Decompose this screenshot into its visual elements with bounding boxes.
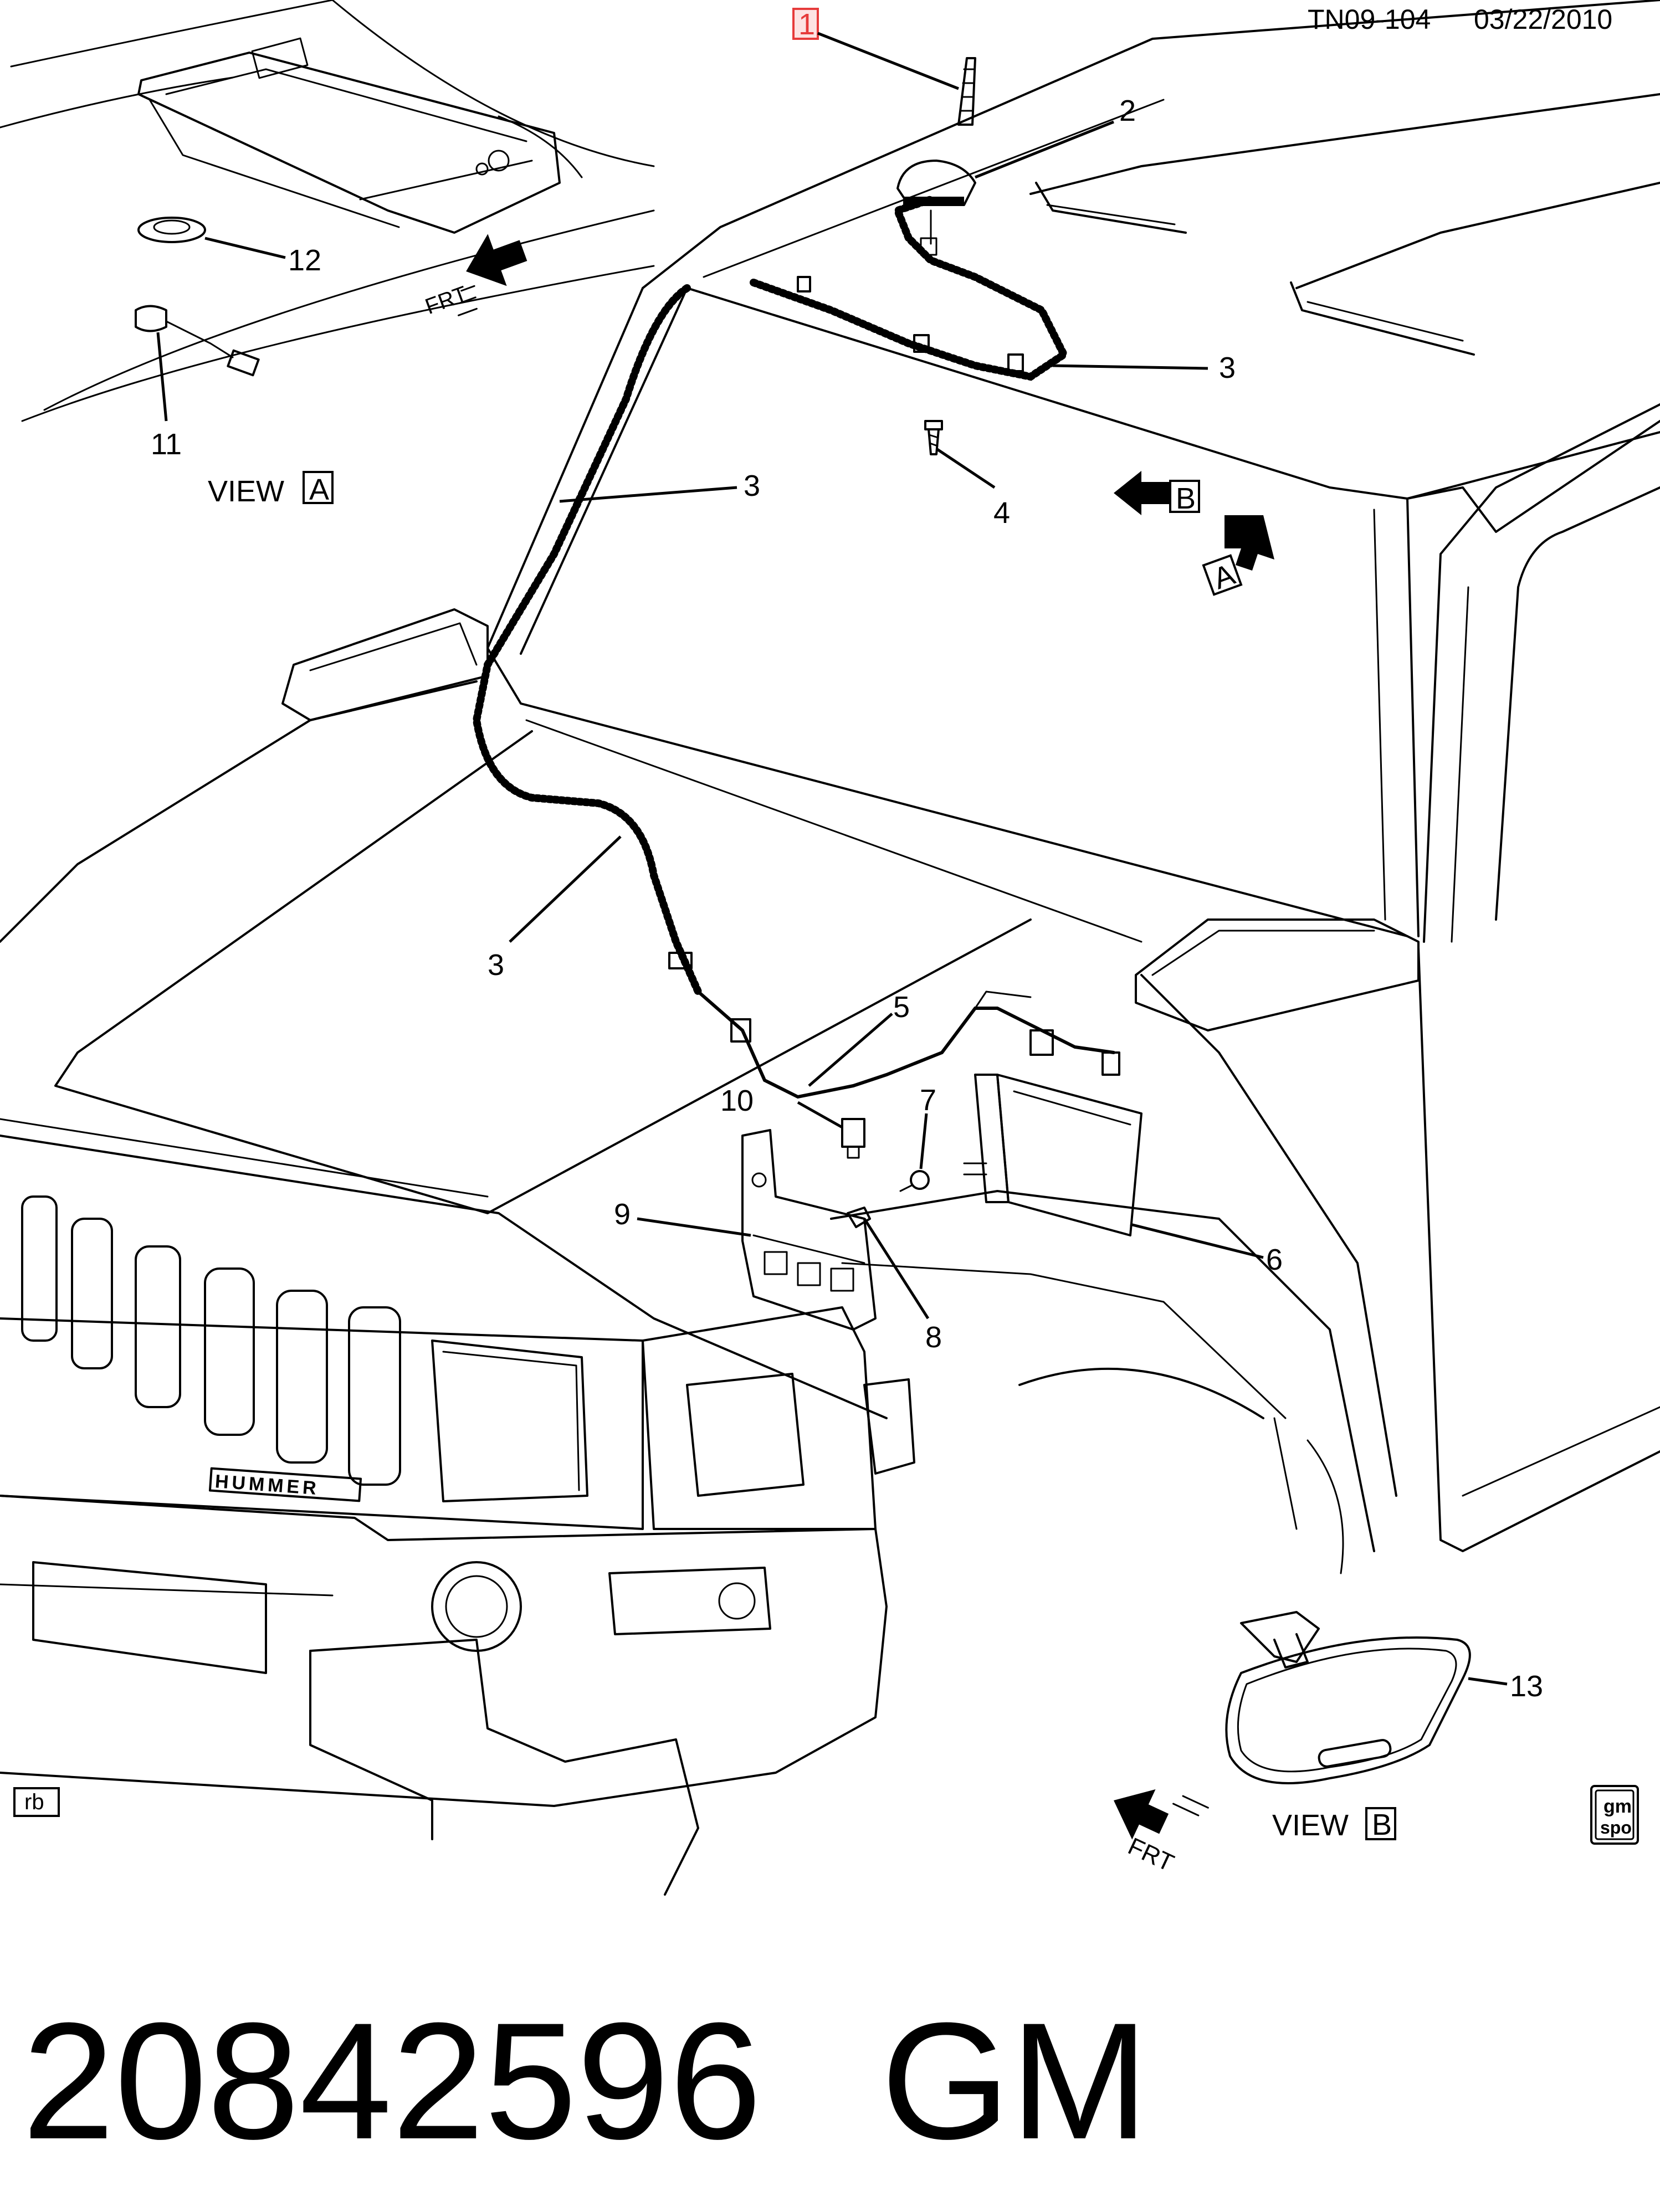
callout-10[interactable]: 10 [720, 1084, 754, 1117]
highlight-callout-number[interactable]: 1 [798, 8, 815, 41]
view-b-arrow: B [1114, 471, 1200, 515]
connector-10[interactable] [797, 1101, 865, 1159]
grille-badge-frame [208, 1467, 362, 1502]
gm-spo-logo: gm spo [1590, 1785, 1639, 1845]
rearview-mirror[interactable] [1225, 1611, 1508, 1784]
microphone-bezel[interactable] [137, 217, 286, 259]
leader-3b [559, 486, 737, 503]
leader-3c [509, 835, 622, 943]
view-a-letter-box [303, 471, 334, 504]
view-b-label: VIEW [1272, 1809, 1349, 1842]
antenna-base[interactable] [896, 160, 976, 256]
antenna-mast[interactable] [957, 57, 976, 126]
front-direction-arrow-bottom: FRT [1114, 1789, 1209, 1877]
leader-5 [808, 1013, 893, 1087]
highlight-callout-box[interactable] [792, 8, 819, 40]
view-b-letter: B [1372, 1808, 1392, 1841]
view-a-arrow: A [1202, 515, 1274, 596]
callout-7[interactable]: 7 [920, 1084, 936, 1117]
callout-3b[interactable]: 3 [744, 469, 760, 502]
leader-2 [975, 120, 1114, 179]
vehicle-body: HUMMER [0, 0, 1660, 1896]
view-a-inset: 12 11 FRT VIEW A [0, 0, 655, 508]
frt-label-bottom: FRT [1124, 1833, 1178, 1877]
nut-8[interactable] [847, 1207, 930, 1320]
mounting-bracket[interactable] [637, 1129, 877, 1331]
arrow-b-letter: B [1176, 482, 1196, 515]
callout-11[interactable]: 11 [151, 428, 182, 461]
module-harness[interactable] [852, 990, 1120, 1087]
screw-4[interactable] [924, 420, 996, 489]
leader-1 [817, 32, 959, 90]
view-b-letter-box [1365, 1807, 1396, 1840]
part-number: 20842596 [22, 1988, 762, 2174]
view-a-label: VIEW [208, 475, 284, 508]
brand-name: GM [881, 1988, 1149, 2174]
callout-13[interactable]: 13 [1510, 1670, 1543, 1703]
gm-spo-bottom: spo [1600, 1818, 1632, 1838]
callout-3c[interactable]: 3 [488, 948, 504, 982]
radio-module[interactable] [963, 1074, 1264, 1259]
callout-4[interactable]: 4 [993, 496, 1010, 530]
callout-3a[interactable]: 3 [1219, 351, 1236, 384]
rb-tag-text: rb [24, 1790, 44, 1814]
callout-5[interactable]: 5 [893, 990, 910, 1024]
view-b-inset: 13 FRT VIEW B [1114, 1611, 1543, 1877]
antenna-harness[interactable] [472, 196, 1069, 1099]
gm-spo-top: gm [1603, 1796, 1632, 1817]
callout-2[interactable]: 2 [1119, 94, 1136, 127]
rb-tag: rb [13, 1787, 60, 1817]
callout-9[interactable]: 9 [614, 1198, 631, 1231]
microphone-assembly[interactable] [135, 305, 260, 422]
leader-3a [1052, 364, 1208, 370]
view-a-letter: A [309, 473, 329, 506]
grille [0, 1195, 915, 1530]
callout-6[interactable]: 6 [1266, 1243, 1283, 1276]
front-direction-arrow-top: FRT [422, 234, 527, 319]
footer: 20842596 GM [22, 1988, 1149, 2174]
overhead-console[interactable] [137, 37, 561, 234]
bolt-7[interactable] [899, 1113, 930, 1192]
callout-12[interactable]: 12 [288, 244, 321, 277]
callout-8[interactable]: 8 [925, 1321, 942, 1354]
